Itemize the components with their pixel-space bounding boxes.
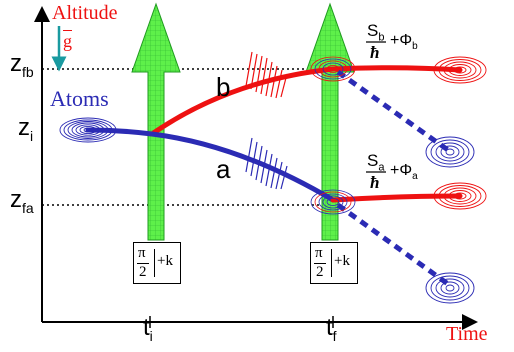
phase-b-plus-phi: +Φb (390, 32, 418, 53)
path-a-label: a (216, 154, 231, 184)
wavepacket-a (245, 137, 288, 190)
phase-b-denominator: ħ (370, 43, 380, 62)
pulse-second-k: +k (334, 253, 350, 269)
x-axis-label: Time (446, 323, 488, 345)
trajectory-initial (85, 127, 155, 137)
trajectory-a (149, 131, 336, 203)
wavepacket-b (245, 51, 288, 99)
trajectory-b (149, 66, 336, 137)
trajectory-a-deflected (336, 202, 450, 287)
pulse-second-two: 2 (316, 264, 324, 280)
pulse-first-pi: π (138, 245, 146, 261)
phase-a-numerator: Sa (367, 151, 385, 174)
pulse-box-second: π 2 +k (310, 242, 358, 284)
output-b-blue (425, 136, 475, 168)
pulse-second-pi: π (315, 245, 323, 261)
gravity-label: g (63, 31, 72, 51)
phase-b-numerator: Sb (367, 21, 385, 44)
pulse-second-arrow-icon (331, 249, 332, 277)
y-axis-label: Altitude (52, 2, 118, 24)
output-a-blue (425, 272, 475, 304)
trajectory-b-deflected (336, 69, 450, 153)
tick-t-i: ti (143, 314, 153, 344)
pulse-first-bar (137, 263, 149, 264)
path-b-label: b (216, 72, 231, 102)
trajectory-b-final (330, 65, 463, 73)
wavepacket-tf-lower (310, 189, 356, 215)
tick-z-fa: zfa (10, 186, 34, 216)
tick-z-fb: zfb (10, 50, 34, 80)
atoms-label: Atoms (50, 86, 109, 111)
wavepacket-tf-upper (310, 56, 356, 82)
pulse-first-arrow-icon (154, 249, 155, 277)
pulse-box-first: π 2 +k (133, 242, 181, 284)
tick-z-i: zi (18, 114, 34, 144)
phase-a-plus-phi: +Φa (390, 162, 418, 183)
trajectory-a-final (330, 193, 463, 203)
output-b-red (433, 56, 487, 84)
pulse-first-k: +k (157, 253, 173, 269)
phase-a-denominator: ħ (370, 173, 380, 192)
tick-t-f: tf (326, 314, 337, 344)
laser-pulse-first (131, 2, 181, 241)
pulse-second-bar (314, 263, 326, 264)
output-a-red (433, 182, 487, 210)
pulse-first-two: 2 (139, 264, 147, 280)
